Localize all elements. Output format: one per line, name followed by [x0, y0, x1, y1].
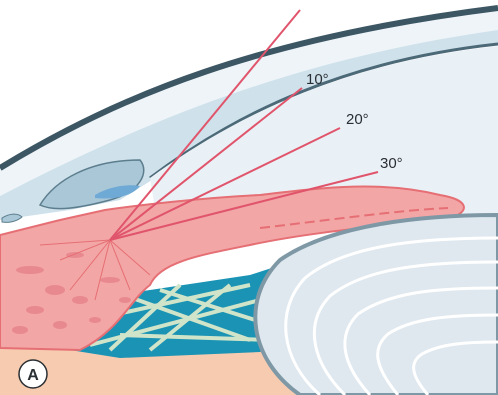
angle-label-20: 20°: [346, 111, 369, 128]
angle-label-30: 30°: [380, 155, 403, 172]
panel-label: A: [27, 367, 39, 384]
angle-label-10: 10°: [306, 71, 329, 88]
